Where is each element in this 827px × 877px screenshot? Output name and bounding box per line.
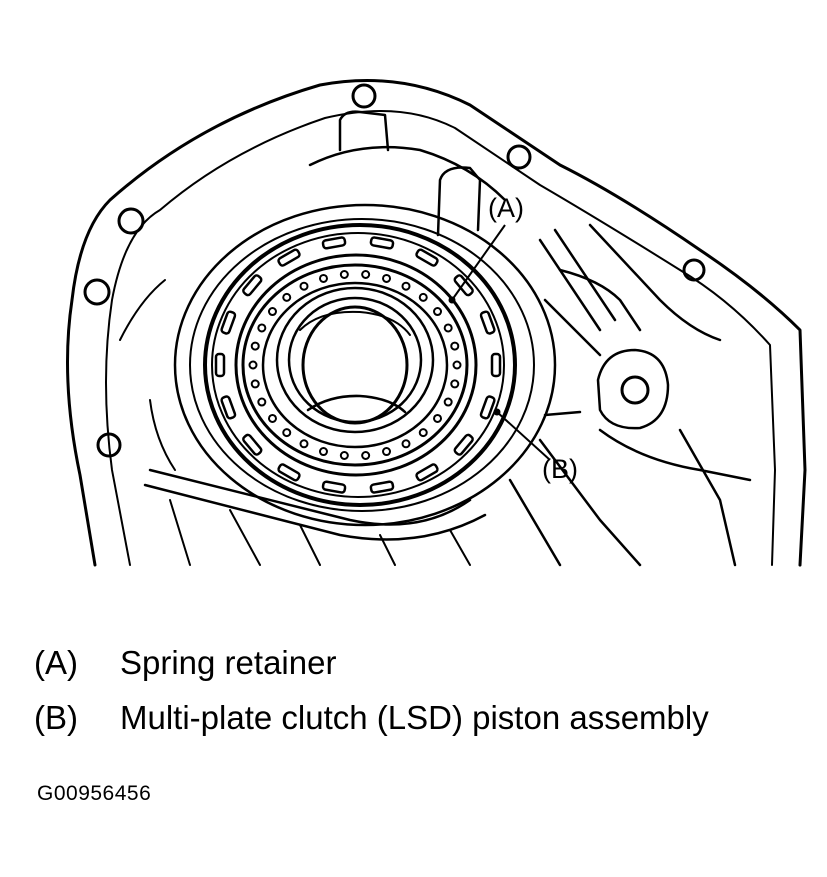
spring-hole bbox=[452, 360, 462, 370]
spring-hole bbox=[248, 360, 258, 370]
spring-hole bbox=[382, 447, 392, 457]
spring-hole bbox=[282, 292, 292, 302]
boss bbox=[596, 348, 670, 430]
spring-hole bbox=[401, 439, 411, 449]
case-rib bbox=[538, 223, 722, 342]
leader-line-b bbox=[496, 411, 551, 461]
bolt-hole bbox=[83, 278, 111, 306]
spring-hole bbox=[361, 451, 371, 461]
legend-item: (B) Multi-plate clutch (LSD) piston assem… bbox=[34, 698, 709, 738]
bolt-hole bbox=[620, 375, 650, 405]
case-rib bbox=[148, 468, 472, 526]
clutch-hub bbox=[287, 296, 423, 424]
retainer-slot bbox=[453, 433, 474, 456]
spring-hole bbox=[450, 379, 460, 389]
spring-retainer bbox=[241, 263, 469, 467]
spring-hole bbox=[339, 451, 349, 461]
case-rib bbox=[543, 410, 752, 482]
bolt-hole bbox=[117, 207, 145, 235]
spring-hole bbox=[318, 273, 328, 283]
callout-a: (A) bbox=[488, 193, 524, 223]
legend-text: Multi-plate clutch (LSD) piston assembly bbox=[120, 699, 709, 736]
bolt-hole bbox=[682, 258, 706, 282]
spring-hole bbox=[450, 341, 460, 351]
spring-hole bbox=[418, 292, 428, 302]
housing-bore bbox=[173, 203, 557, 527]
piston-assembly-ring bbox=[211, 232, 505, 498]
spring-hole bbox=[267, 413, 277, 423]
retainer-slot bbox=[220, 310, 237, 335]
oil-passage bbox=[308, 145, 507, 202]
shaft-bore bbox=[306, 394, 407, 414]
transmission-case-illustration: (A) (B) bbox=[66, 79, 807, 567]
retainer-slot bbox=[242, 274, 263, 297]
leader-dot-b bbox=[493, 408, 501, 416]
retainer-slot bbox=[277, 248, 301, 267]
spring-retainer bbox=[261, 281, 449, 449]
legend-key: (A) bbox=[34, 644, 78, 681]
legend-text: Spring retainer bbox=[120, 644, 337, 681]
leader-dot-a bbox=[448, 296, 456, 304]
spring-hole bbox=[318, 447, 328, 457]
shaft-bore bbox=[301, 305, 409, 425]
case-rib bbox=[169, 499, 471, 566]
clutch-hub bbox=[275, 286, 435, 434]
retainer-slot bbox=[277, 463, 301, 482]
retainer-slot bbox=[369, 236, 395, 250]
spring-hole bbox=[433, 307, 443, 317]
oil-passage bbox=[338, 110, 390, 152]
retainer-slot bbox=[321, 480, 347, 494]
retainer-slot bbox=[220, 395, 237, 420]
housing-bore-inner bbox=[189, 218, 535, 512]
spring-hole bbox=[257, 397, 267, 407]
spring-hole bbox=[401, 281, 411, 291]
legend-key: (B) bbox=[34, 699, 78, 736]
leader-line-a bbox=[451, 224, 506, 301]
retainer-slot bbox=[242, 433, 263, 456]
retainer-slot bbox=[321, 236, 347, 250]
retainer-slot bbox=[479, 310, 496, 335]
case-outer-flange bbox=[66, 79, 807, 567]
spring-hole bbox=[433, 413, 443, 423]
spring-hole bbox=[339, 269, 349, 279]
shaft-bore bbox=[299, 310, 411, 336]
spring-hole bbox=[418, 428, 428, 438]
retainer-slot bbox=[479, 395, 496, 420]
case-rib bbox=[508, 428, 737, 567]
piston-assembly-ring bbox=[234, 253, 478, 477]
piston-assembly-ring bbox=[203, 223, 517, 507]
retainer-slot bbox=[415, 463, 439, 482]
spring-hole bbox=[282, 428, 292, 438]
spring-hole bbox=[299, 281, 309, 291]
spring-hole bbox=[443, 323, 453, 333]
spring-hole bbox=[267, 307, 277, 317]
legend-item: (A) Spring retainer bbox=[34, 643, 336, 683]
bolt-hole bbox=[96, 432, 122, 458]
retainer-slot bbox=[490, 352, 502, 378]
spring-hole bbox=[382, 273, 392, 283]
spring-hole bbox=[361, 269, 371, 279]
case-rib bbox=[119, 279, 176, 471]
case-inner-flange bbox=[105, 109, 776, 566]
case-rib bbox=[543, 268, 642, 357]
spring-hole bbox=[299, 439, 309, 449]
case-rib bbox=[143, 483, 487, 541]
retainer-slot bbox=[369, 480, 395, 494]
bolt-hole bbox=[351, 83, 377, 109]
oil-passage bbox=[436, 166, 482, 237]
figure-id: G00956456 bbox=[37, 782, 152, 805]
bolt-hole bbox=[506, 144, 532, 170]
spring-hole bbox=[257, 323, 267, 333]
callout-b: (B) bbox=[542, 454, 578, 484]
spring-hole bbox=[250, 379, 260, 389]
retainer-slot bbox=[415, 248, 439, 267]
spring-hole bbox=[443, 397, 453, 407]
retainer-slot bbox=[214, 352, 226, 378]
spring-hole bbox=[250, 341, 260, 351]
